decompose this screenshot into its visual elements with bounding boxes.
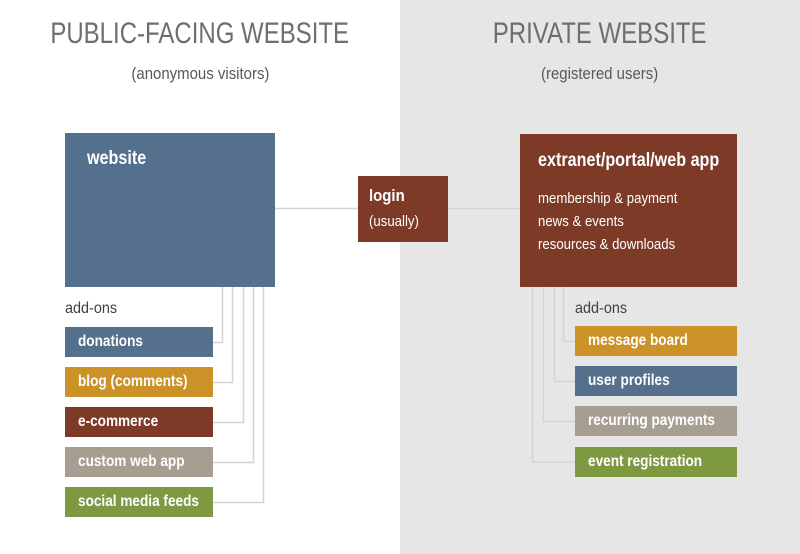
connector-blog	[213, 287, 234, 384]
connector-message-board	[562, 287, 575, 343]
connector-user-profiles	[553, 287, 575, 383]
login-box-note-text: (usually)	[369, 213, 419, 230]
website-box: website	[65, 133, 275, 287]
addon-box-message-board: message board	[575, 326, 737, 356]
connector-recurring-payments	[542, 287, 575, 423]
extranet-box-title: extranet/portal/web app	[538, 150, 737, 172]
extranet-feature: news & events	[538, 213, 624, 230]
addon-box-ecommerce: e-commerce	[65, 407, 213, 437]
addon-label: message board	[588, 332, 688, 349]
private-section-subtitle: (registered users)	[400, 64, 800, 84]
addon-box-user-profiles: user profiles	[575, 366, 737, 396]
login-box-title: login	[369, 186, 448, 206]
addon-box-social-media-feeds: social media feeds	[65, 487, 213, 517]
connector-ecommerce	[213, 287, 245, 424]
addon-label: blog (comments)	[78, 373, 188, 390]
website-box-title: website	[87, 148, 275, 170]
connector-donations	[213, 287, 224, 344]
public-addons-label: add-ons	[65, 300, 118, 317]
addon-label: user profiles	[588, 372, 670, 389]
private-section-subtitle-text: (registered users)	[541, 64, 659, 83]
connector-social-media-feeds	[213, 287, 265, 504]
extranet-feature-list: membership & payment news & events resou…	[538, 187, 737, 256]
public-section-title: PUBLIC-FACING WEBSITE	[0, 17, 400, 51]
addon-label: donations	[78, 333, 143, 350]
addon-label: event registration	[588, 453, 703, 470]
extranet-feature: membership & payment	[538, 190, 678, 207]
addon-label: e-commerce	[78, 413, 159, 430]
addon-label: custom web app	[78, 453, 185, 470]
website-box-title-text: website	[87, 148, 147, 169]
login-box-note: (usually)	[369, 213, 448, 230]
addon-label: social media feeds	[78, 493, 199, 510]
public-section-subtitle-text: (anonymous visitors)	[130, 64, 269, 83]
private-addons-label: add-ons	[575, 300, 628, 317]
extranet-box-title-text: extranet/portal/web app	[538, 150, 720, 171]
private-section-title-text: PRIVATE WEBSITE	[493, 17, 707, 50]
login-box: login (usually)	[358, 176, 448, 242]
addon-box-recurring-payments: recurring payments	[575, 406, 737, 436]
connector-custom-web-app	[213, 287, 255, 464]
addon-box-donations: donations	[65, 327, 213, 357]
public-section-title-text: PUBLIC-FACING WEBSITE	[50, 17, 350, 50]
extranet-box: extranet/portal/web app membership & pay…	[520, 134, 737, 287]
addon-box-event-registration: event registration	[575, 447, 737, 477]
addon-box-blog-comments: blog (comments)	[65, 367, 213, 397]
extranet-feature: resources & downloads	[538, 236, 676, 253]
addon-box-custom-web-app: custom web app	[65, 447, 213, 477]
connector-event-registration	[531, 287, 575, 463]
private-section-title: PRIVATE WEBSITE	[400, 17, 800, 51]
addon-label: recurring payments	[588, 412, 715, 429]
public-section-subtitle: (anonymous visitors)	[0, 64, 400, 84]
login-box-title-text: login	[369, 186, 405, 205]
